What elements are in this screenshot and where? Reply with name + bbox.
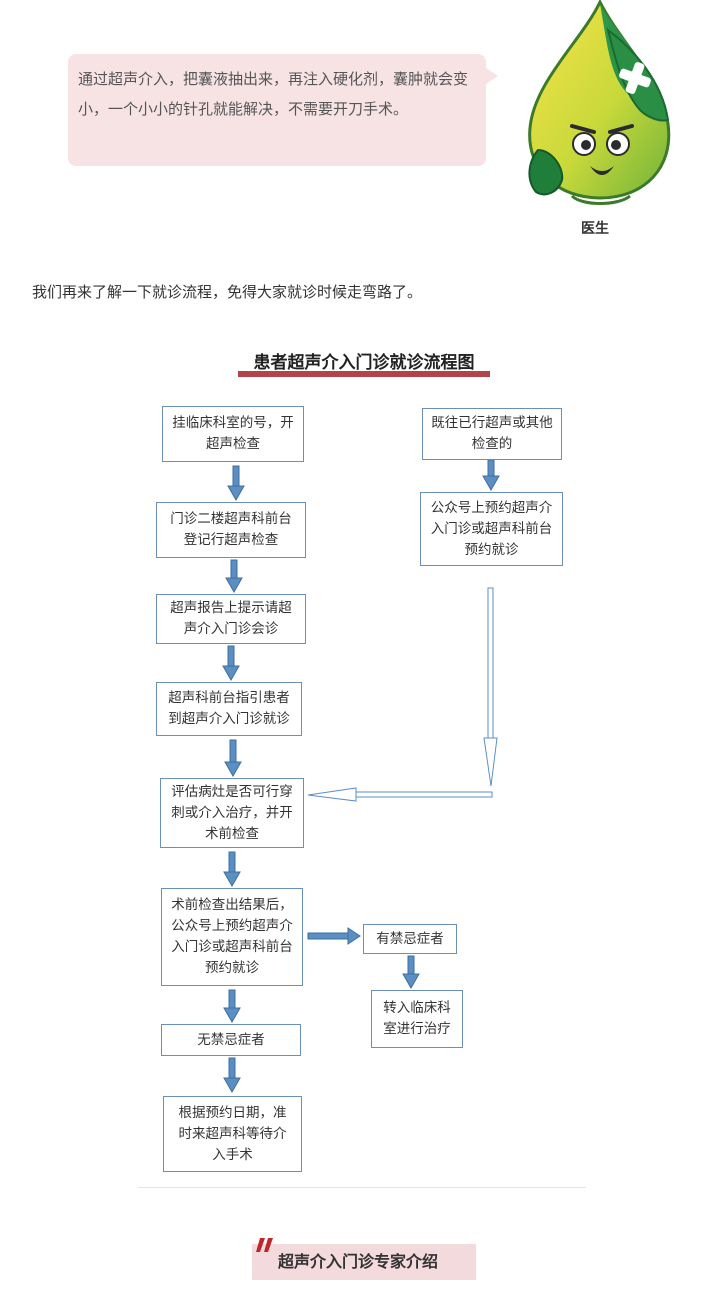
doctor-mascot-icon	[528, 0, 671, 205]
step-previous-exam: 既往已行超声或其他检查的	[422, 408, 562, 460]
step-evaluate-lesion: 评估病灶是否可行穿刺或介入治疗，并开术前检查	[160, 778, 304, 848]
arrow-right-branch	[307, 927, 361, 945]
step-no-contraindication: 无禁忌症者	[161, 1024, 301, 1056]
step-text: 根据预约日期，准时来超声科等待介入手术	[178, 1104, 287, 1163]
step-register-clinical: 挂临床科室的号，开超声检查	[162, 406, 304, 462]
step-text: 评估病灶是否可行穿刺或介入治疗，并开术前检查	[171, 783, 293, 842]
step-text: 既往已行超声或其他检查的	[431, 415, 553, 452]
mascot-label: 医生	[581, 221, 609, 237]
step-appointment-surgery: 根据预约日期，准时来超声科等待介入手术	[163, 1096, 302, 1172]
step-ultrasound-frontdesk: 门诊二楼超声科前台登记行超声检查	[156, 502, 306, 558]
speech-bubble-text: 通过超声介入，把囊液抽出来，再注入硬化剂，囊肿就会变小，一个小小的针孔就能解决，…	[78, 70, 469, 118]
step-text: 无禁忌症者	[197, 1031, 265, 1048]
step-text: 术前检查出结果后，公众号上预约超声介入门诊或超声科前台预约就诊	[171, 897, 293, 976]
arrow-down-right-1	[482, 459, 500, 492]
quote-mark-icon	[256, 1238, 273, 1252]
step-online-booking: 公众号上预约超声介入门诊或超声科前台预约就诊	[420, 492, 563, 566]
step-text: 挂临床科室的号，开超声检查	[172, 415, 294, 452]
step-text: 超声科前台指引患者到超声介入门诊就诊	[168, 690, 290, 727]
arrow-left-merge	[307, 787, 493, 802]
arrow-down-1	[227, 465, 245, 502]
intro-text: 我们再来了解一下就诊流程，免得大家就诊时候走弯路了。	[32, 283, 423, 301]
arrow-down-5	[223, 851, 241, 888]
section-divider	[138, 1187, 586, 1188]
step-text: 门诊二楼超声科前台登记行超声检查	[170, 511, 292, 548]
speech-bubble: 通过超声介入，把囊液抽出来，再注入硬化剂，囊肿就会变小，一个小小的针孔就能解决，…	[68, 54, 498, 166]
step-text: 超声报告上提示请超声介入门诊会诊	[170, 600, 292, 637]
arrow-down-branch	[402, 955, 420, 990]
arrow-down-2	[225, 559, 243, 594]
step-has-contraindication: 有禁忌症者	[363, 924, 457, 954]
step-text: 有禁忌症者	[376, 930, 444, 947]
step-preop-results: 术前检查出结果后，公众号上预约超声介入门诊或超声科前台预约就诊	[161, 888, 303, 986]
step-text: 公众号上预约超声介入门诊或超声科前台预约就诊	[430, 499, 553, 558]
expert-intro-badge: 超声介入门诊专家介绍	[252, 1244, 476, 1280]
arrow-down-4	[224, 739, 242, 778]
arrow-down-7	[223, 1057, 241, 1094]
arrow-down-6	[223, 989, 241, 1024]
step-guide-patient: 超声科前台指引患者到超声介入门诊就诊	[156, 682, 302, 736]
flowchart-title: 患者超声介入门诊就诊流程图	[253, 353, 475, 373]
step-report-consult: 超声报告上提示请超声介入门诊会诊	[156, 594, 306, 644]
expert-intro-title: 超声介入门诊专家介绍	[278, 1252, 439, 1271]
arrow-down-3	[222, 645, 240, 682]
step-text: 转入临床科室进行治疗	[383, 1000, 451, 1037]
step-transfer-clinical: 转入临床科室进行治疗	[371, 990, 463, 1048]
flowchart-title-underline	[238, 371, 490, 377]
arrow-down-right-long	[483, 587, 498, 787]
